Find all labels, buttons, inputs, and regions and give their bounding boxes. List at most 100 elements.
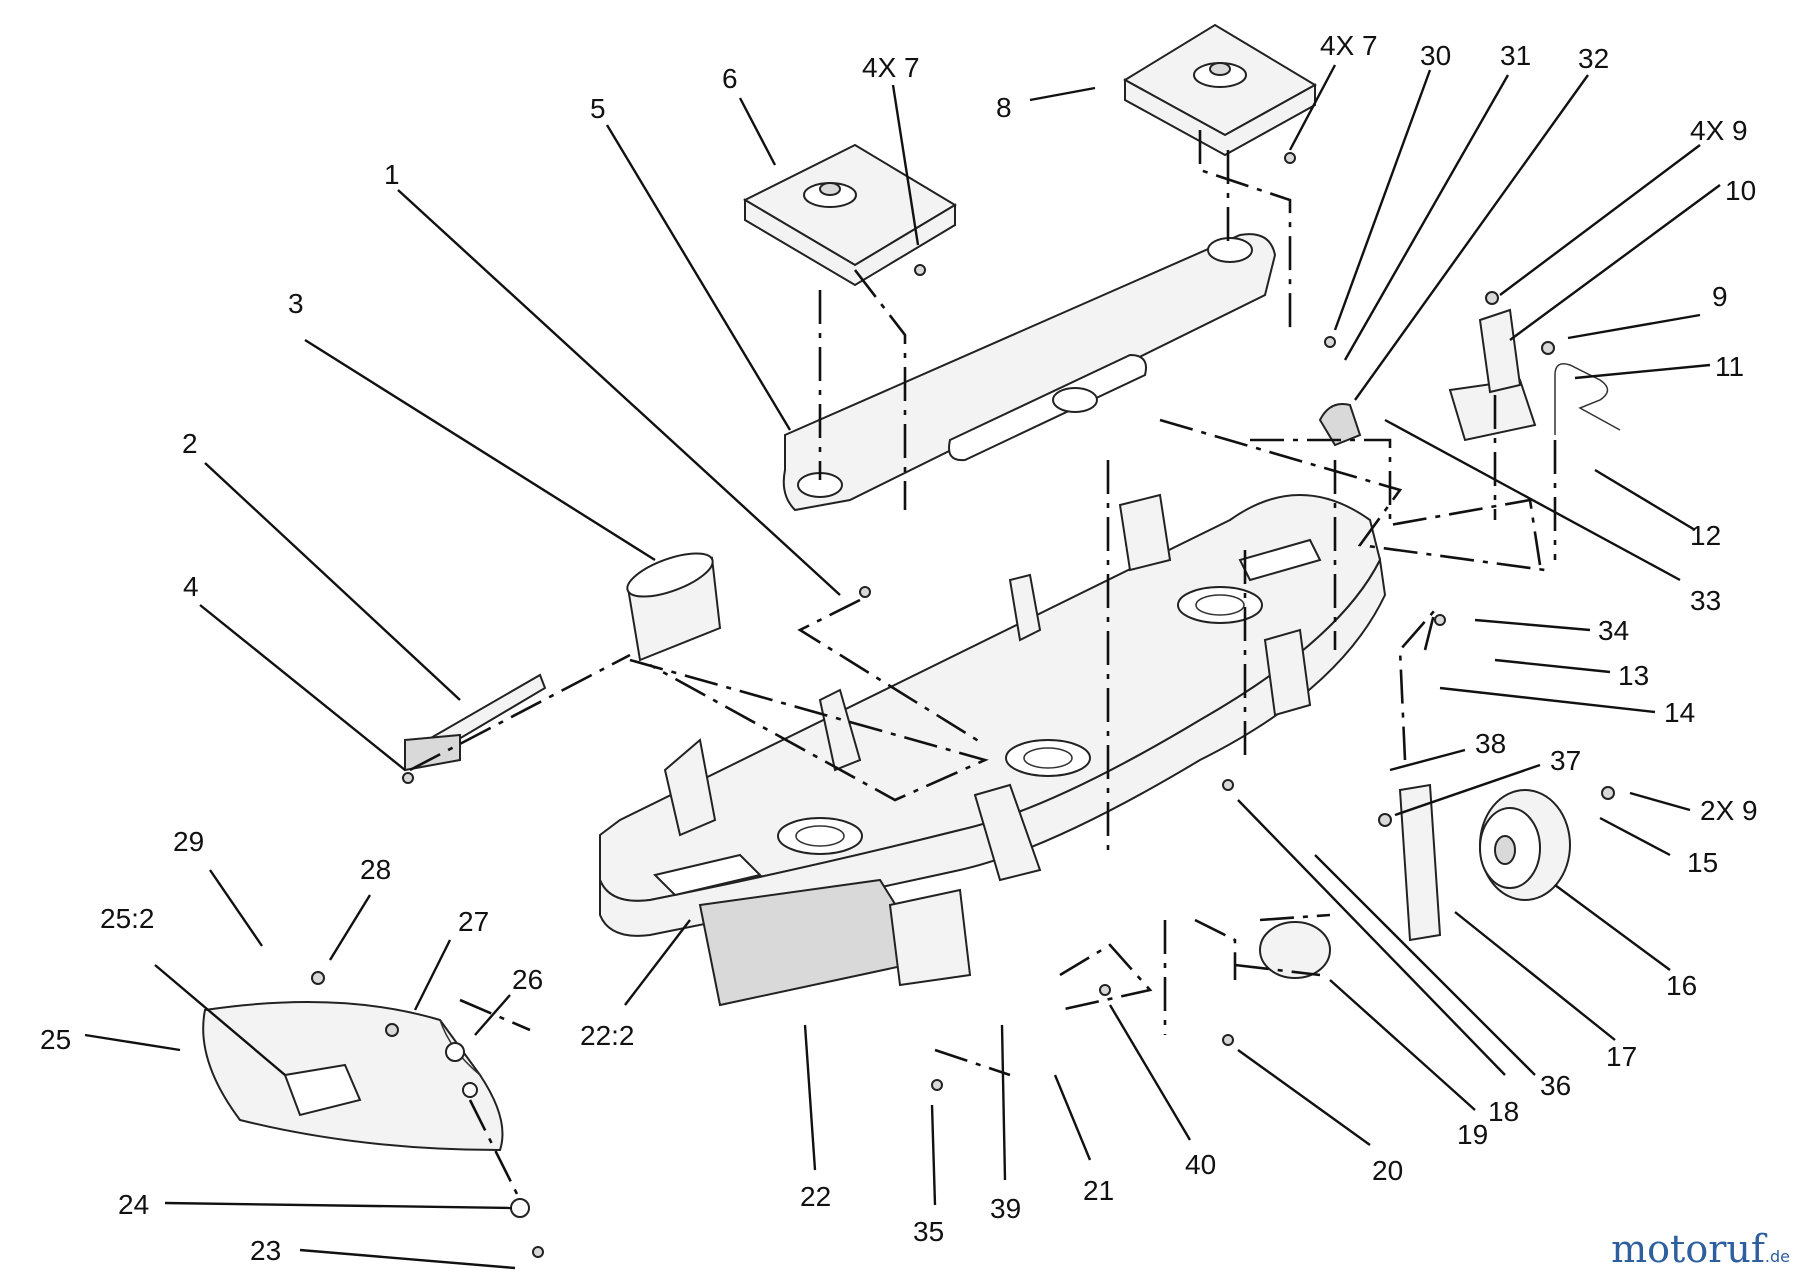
leader-33: [1384, 418, 1681, 582]
caster-wheel-part: [1479, 789, 1571, 901]
callout-13: 13: [1618, 660, 1649, 691]
leader-4: [199, 604, 406, 771]
leader-32: [1354, 74, 1589, 401]
leader-37: [1394, 763, 1541, 817]
callout-2: 2: [182, 428, 198, 459]
callout-37: 37: [1550, 745, 1581, 776]
leader-26: [474, 994, 511, 1036]
callout-35: 35: [913, 1216, 944, 1247]
leader-9: [1567, 313, 1701, 340]
callout-22-2: 22:2: [580, 1020, 635, 1051]
leader-18: [1237, 799, 1506, 1076]
callout-15: 15: [1687, 847, 1718, 878]
leader-39: [1000, 1024, 1007, 1181]
leader-27: [413, 939, 452, 1011]
callout-24: 24: [118, 1189, 149, 1220]
assembly-lines: [409, 130, 1557, 1201]
callout-11: 11: [1715, 351, 1744, 382]
callout-4: 4: [183, 571, 199, 602]
callout-4x9: 4X 9: [1690, 115, 1748, 146]
leader-2x9: [1629, 791, 1691, 812]
leader-11: [1574, 363, 1711, 380]
callout-36: 36: [1540, 1070, 1571, 1101]
pulley-cover-left-part: [742, 143, 957, 287]
leader-25: [84, 1033, 181, 1052]
leader-13: [1494, 658, 1611, 674]
callout-14: 14: [1664, 697, 1695, 728]
leader-36: [1314, 854, 1536, 1076]
leader-2: [204, 462, 461, 701]
callout-17: 17: [1606, 1041, 1637, 1072]
roller-axle-part: [404, 673, 547, 772]
callout-2x9: 2X 9: [1700, 795, 1758, 826]
callout-leaders: [84, 64, 1721, 1270]
leader-29: [209, 869, 263, 947]
callout-29: 29: [173, 826, 204, 857]
grease-fitting-part: [1318, 403, 1362, 447]
leader-19: [1329, 979, 1476, 1111]
callout-39: 39: [990, 1193, 1021, 1224]
callout-22: 22: [800, 1181, 831, 1212]
watermark-brand: motoruf: [1611, 1227, 1765, 1271]
leader-31: [1343, 74, 1510, 361]
leader-10: [1509, 184, 1721, 341]
caster-arm-part: [1398, 783, 1442, 942]
leader-38: [1389, 748, 1466, 772]
callout-16: 16: [1666, 970, 1697, 1001]
callout-3: 3: [288, 288, 304, 319]
callout-25-2: 25:2: [100, 903, 155, 934]
callout-23: 23: [250, 1235, 281, 1266]
leader-22: [803, 1024, 817, 1171]
callout-10: 10: [1725, 175, 1756, 206]
discharge-chute-part: [202, 1001, 504, 1152]
callout-34: 34: [1598, 615, 1629, 646]
small-hardware-parts: [311, 152, 1615, 1258]
leader-3: [304, 338, 656, 562]
leader-35: [930, 1104, 937, 1206]
callout-31: 31: [1500, 40, 1531, 71]
leader-40: [1108, 1004, 1192, 1141]
callout-28: 28: [360, 854, 391, 885]
roller-part: [626, 552, 722, 662]
callout-9: 9: [1712, 281, 1728, 312]
callout-18: 18: [1488, 1096, 1519, 1127]
leader-25-2: [154, 964, 286, 1076]
leader-4x9: [1499, 144, 1701, 296]
leader-34: [1474, 618, 1591, 632]
callout-8: 8: [996, 92, 1012, 123]
callout-20: 20: [1372, 1155, 1403, 1186]
leader-14: [1439, 686, 1656, 714]
callout-4x7b: 4X 7: [1320, 30, 1378, 61]
mower-deck-part: [599, 493, 1387, 1007]
leader-28: [328, 894, 372, 961]
leader-22-2: [624, 919, 691, 1006]
leader-6: [738, 97, 777, 166]
leader-12: [1594, 468, 1696, 532]
leader-4x7a: [891, 84, 920, 246]
leader-21: [1053, 1074, 1092, 1161]
leader-30: [1333, 69, 1432, 331]
callout-4x7a: 4X 7: [862, 52, 920, 83]
callout-30: 30: [1420, 40, 1451, 71]
leader-1: [397, 189, 841, 596]
leader-16: [1554, 884, 1671, 971]
callout-labels: 1 2 3 4 5 6 4X 7 8 4X 7 30 31 32 4X 9 10…: [40, 30, 1758, 1266]
callout-25: 25: [40, 1024, 71, 1055]
leader-20: [1237, 1049, 1371, 1146]
callout-21: 21: [1083, 1175, 1114, 1206]
leader-24: [164, 1201, 513, 1210]
leader-8: [1029, 86, 1096, 102]
callout-27: 27: [458, 906, 489, 937]
callout-38: 38: [1475, 728, 1506, 759]
watermark-logo: motoruf.de: [1611, 1227, 1790, 1271]
leader-5: [605, 124, 792, 431]
callout-19: 19: [1457, 1119, 1488, 1150]
leader-23: [299, 1248, 516, 1270]
gauge-wheel-part: [1259, 921, 1331, 979]
belt-cover-plate-part: [782, 233, 1277, 512]
callout-26: 26: [512, 964, 543, 995]
callout-5: 5: [590, 93, 606, 124]
callout-32: 32: [1578, 43, 1609, 74]
leader-4x7b: [1288, 64, 1337, 151]
